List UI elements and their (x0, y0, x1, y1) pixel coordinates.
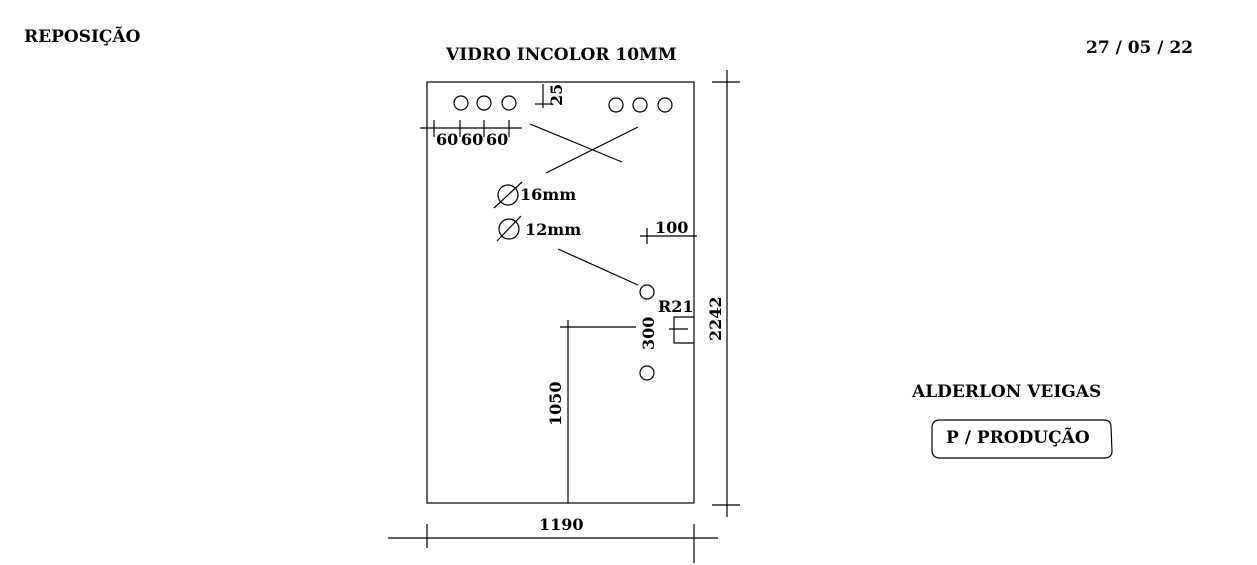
hole-top-right-3 (657, 97, 673, 113)
dim-1190-label: 1190 (539, 515, 584, 534)
r21-label: R21 (658, 297, 694, 316)
hole-top-left-3 (501, 95, 517, 111)
hole-top-left-1 (453, 95, 469, 111)
leader-line-lower-holes (557, 248, 639, 286)
dim-60-label-2: 60 (461, 130, 483, 149)
dimension-1050 (560, 320, 636, 503)
production-stamp-label: P / PRODUÇÃO (946, 426, 1090, 448)
dim-60-label-1: 60 (436, 130, 458, 149)
reposicao-label: REPOSIÇÃO (24, 25, 141, 47)
dim-60-label-3: 60 (486, 130, 508, 149)
hole-16mm-label: 16mm (520, 185, 576, 204)
hole-top-right-2 (632, 97, 648, 113)
dim-25-label: 25 (547, 84, 566, 106)
dim-300-label: 300 (639, 317, 658, 350)
dimension-1190 (388, 524, 718, 563)
dim-1050-label: 1050 (546, 381, 565, 426)
hole-top-left-2 (476, 95, 492, 111)
dimension-2242 (712, 70, 740, 517)
dim-100-label: 100 (655, 218, 688, 237)
dimension-25 (535, 84, 551, 108)
diameter-12-symbol (496, 215, 522, 242)
drawing-title: VIDRO INCOLOR 10MM (445, 45, 677, 65)
diameter-16-symbol (493, 181, 523, 209)
dim-2242-label: 2242 (706, 296, 725, 341)
hole-lower-1 (639, 284, 655, 300)
leader-line-left-holes (529, 123, 623, 163)
production-stamp-box (931, 419, 1113, 459)
hole-12mm-label: 12mm (525, 220, 581, 239)
r21-notch (673, 316, 694, 344)
hole-lower-2 (639, 365, 655, 381)
hole-top-right-1 (608, 97, 624, 113)
leader-line-right-holes (545, 126, 639, 174)
author-name: ALDERLON VEIGAS (911, 382, 1101, 402)
dimension-100 (640, 228, 697, 244)
glass-panel-outline (426, 81, 695, 504)
dimension-60-spacing (420, 120, 522, 137)
date-label: 27 / 05 / 22 (1086, 38, 1193, 58)
